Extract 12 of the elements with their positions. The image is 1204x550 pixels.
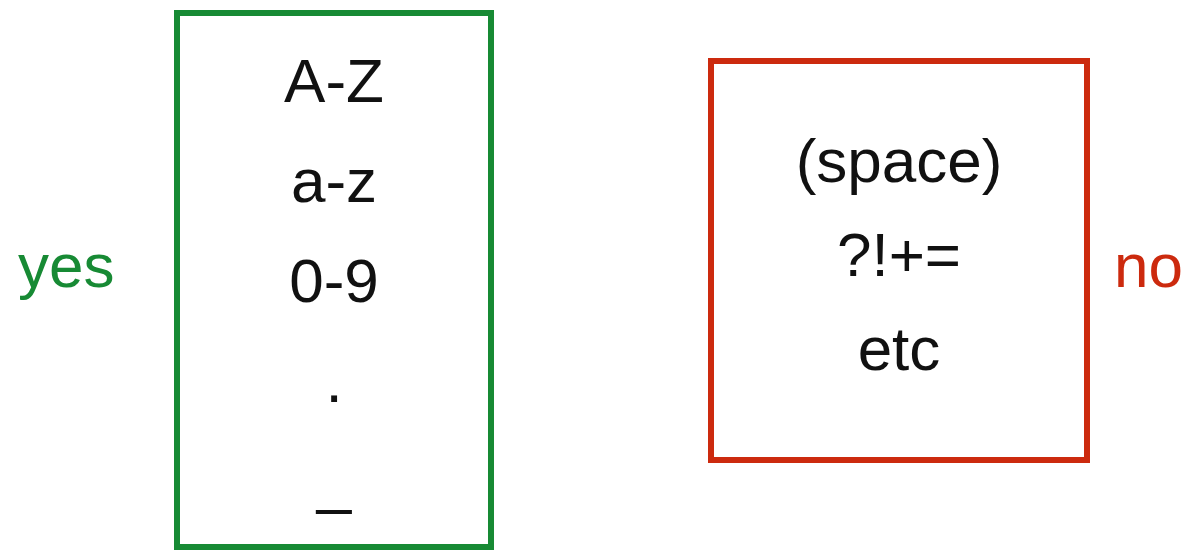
character-label: _ — [314, 445, 353, 517]
character-box — [708, 58, 1090, 463]
character-box — [174, 10, 494, 550]
side-label: no — [1114, 230, 1183, 301]
character-label: . — [324, 345, 344, 417]
character-label: A-Z — [283, 45, 385, 117]
character-label: etc — [856, 313, 942, 385]
character-label: ?!+= — [835, 219, 963, 291]
character-label: (space) — [794, 125, 1004, 197]
character-label: a-z — [289, 145, 379, 217]
character-label: 0-9 — [288, 245, 380, 317]
side-label: yes — [18, 230, 115, 301]
